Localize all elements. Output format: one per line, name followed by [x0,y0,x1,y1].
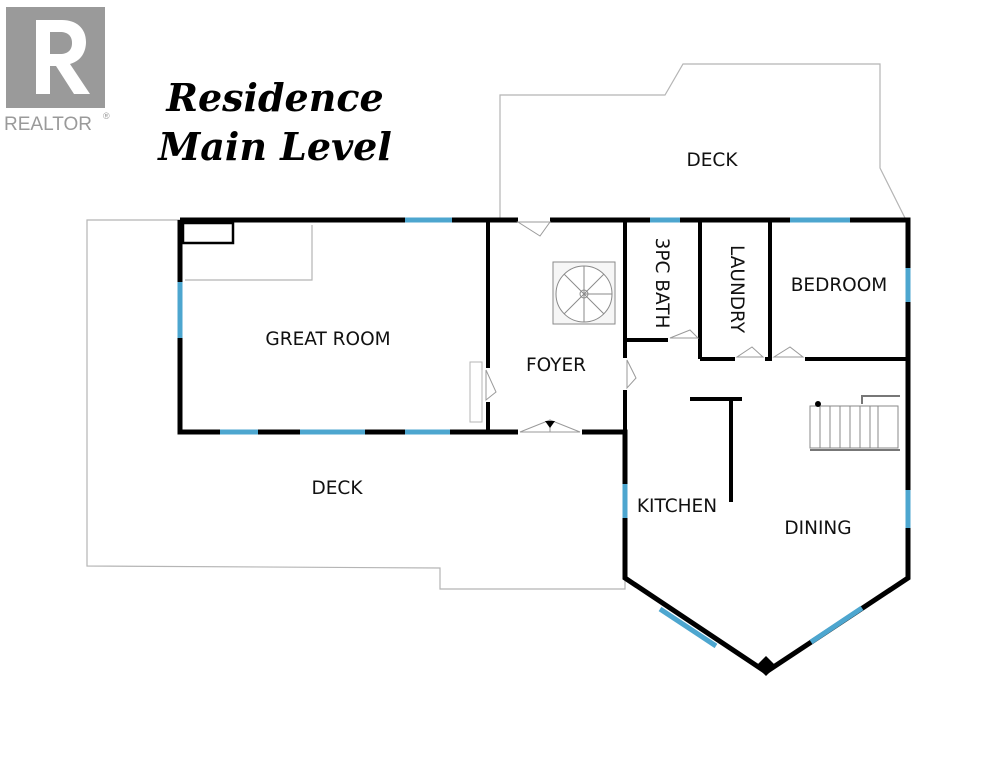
interior-walls [486,220,908,502]
door-swing-great-room [485,369,497,402]
door-swing-kitchen [626,359,637,390]
realtor-r-icon [6,7,105,108]
bedroom-label: BEDROOM [791,275,888,296]
realtor-text: REALTOR [4,114,92,135]
dining-label: DINING [784,518,851,539]
great-room-label: GREAT ROOM [265,329,390,350]
great-room-cabinet [181,221,235,245]
staircase [809,395,900,451]
doors [469,221,805,433]
realtor-logo: REALTOR ® [4,7,110,135]
plan-title-line2: Main Level [156,124,392,169]
foyer-label: FOYER [526,355,586,376]
entry-door-arrow-icon [545,421,555,428]
plan-title-line1: Residence [165,75,383,120]
door-swing-bath [669,329,700,339]
windows [177,217,911,649]
door-swing-bedroom [772,346,805,358]
registered-mark: ® [103,111,110,121]
deck-top-label: DECK [687,150,739,171]
deck-top-outline [499,63,906,222]
stove-icon [756,656,776,676]
door-swing-laundry [735,346,765,358]
door-gaps [484,216,805,436]
bath-label: 3PC BATH [651,238,672,329]
door-swing-foyer-top [516,221,551,237]
door-great-room-panel [469,361,483,423]
great-room-fixture [185,225,313,281]
laundry-label: LAUNDRY [726,245,747,334]
deck-bottom-outline [86,219,626,590]
spiral-staircase [552,261,616,325]
deck-bottom-label: DECK [312,478,364,499]
kitchen-label: KITCHEN [637,496,717,517]
